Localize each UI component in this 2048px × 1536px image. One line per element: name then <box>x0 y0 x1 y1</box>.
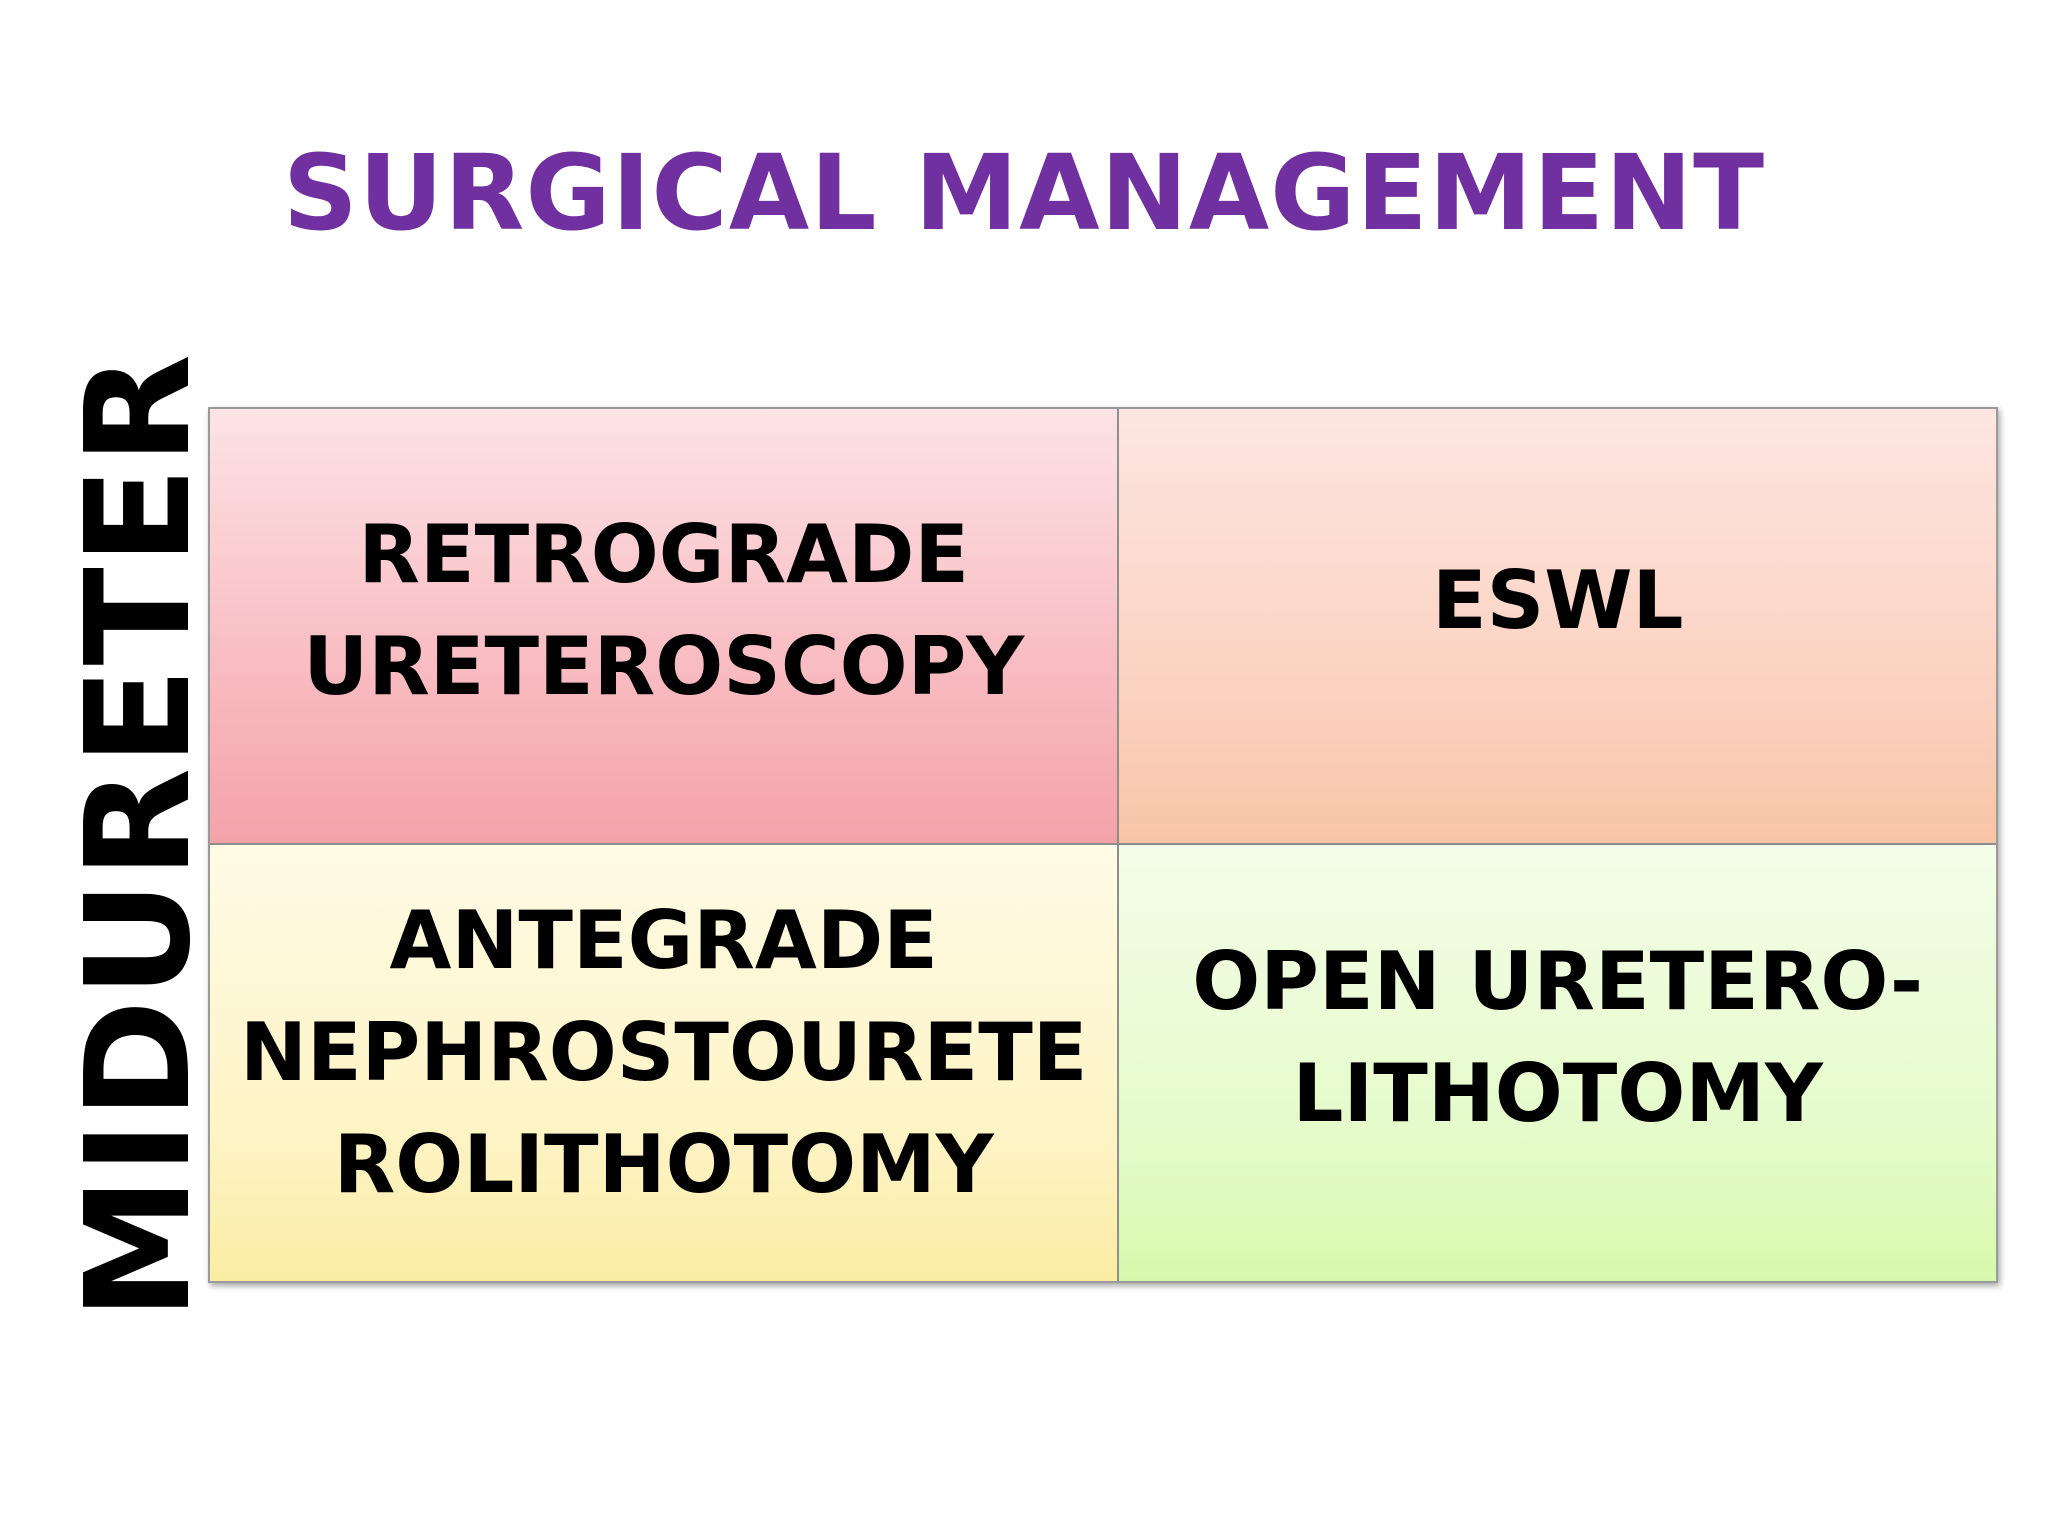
cell-retrograde-ureteroscopy: RETROGRADE URETEROSCOPY <box>210 409 1120 845</box>
side-label: MIDURETER <box>54 351 222 1320</box>
cell-open-ureterolithotomy: OPEN URETERO- LITHOTOMY <box>1119 845 1996 1281</box>
cell-eswl: ESWL <box>1119 409 1996 845</box>
side-label-container: MIDURETER <box>54 351 222 1320</box>
cell-antegrade-nephrostoureterolithotomy: ANTEGRADE NEPHROSTOURETE ROLITHOTOMY <box>210 845 1120 1281</box>
slide-title: SURGICAL MANAGEMENT <box>282 132 1766 254</box>
management-matrix: RETROGRADE URETEROSCOPY ESWL ANTEGRADE N… <box>208 407 1998 1283</box>
